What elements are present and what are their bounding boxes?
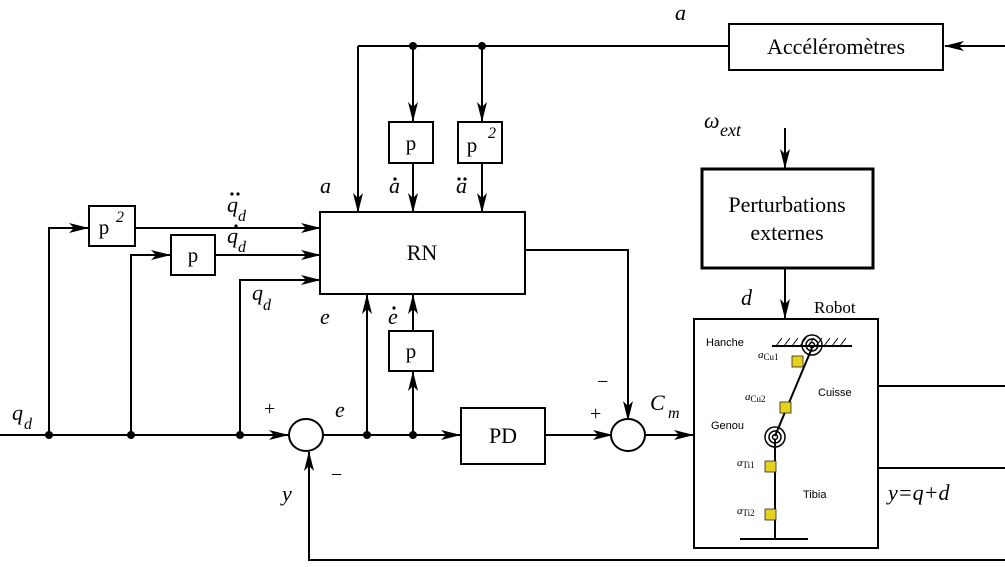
output-label: y=q+d [886, 480, 950, 505]
edot-label: e [388, 304, 398, 329]
p2-block-left [88, 205, 136, 247]
p-block-left-label: p [188, 243, 199, 267]
junction-dot [409, 42, 417, 50]
svg-text:m: m [668, 405, 680, 422]
svg-text:q: q [227, 192, 238, 217]
tibia-label: Tibia [803, 489, 827, 501]
perturbations-block [700, 167, 875, 270]
addot-label: a [456, 173, 467, 198]
pd-block [460, 407, 546, 465]
y-label: y [280, 481, 292, 506]
p-block-top [388, 121, 434, 164]
svg-text:q: q [252, 280, 263, 305]
y-feedback-line [304, 451, 1005, 561]
e-label-rn: e [320, 304, 330, 329]
plus-sign-sum2: + [590, 403, 601, 425]
svg-text:d: d [24, 416, 33, 433]
svg-text:q: q [227, 223, 238, 248]
robot-block [693, 318, 879, 549]
summing-junction-1 [288, 418, 324, 452]
p2-block-top-exp: 2 [488, 125, 496, 142]
e-label: e [335, 397, 345, 422]
omega-ext-label: ω ext [704, 108, 742, 140]
rn-block [319, 211, 526, 295]
svg-text:ω: ω [704, 108, 720, 133]
robot-title: Robot [814, 298, 856, 317]
svg-text:ext: ext [720, 120, 742, 140]
accelerometers-block [728, 23, 944, 71]
minus-sign-sum1: − [331, 464, 342, 486]
branch-to-p2 [48, 223, 89, 435]
svg-text:d: d [238, 208, 247, 225]
p2-block-left-label: p [99, 215, 110, 239]
p2-block-left-exp: 2 [116, 209, 124, 226]
perturbations-line1: Perturbations [728, 192, 845, 217]
svg-text:d: d [238, 239, 247, 256]
a-label-top: a [675, 0, 686, 25]
adot-label: a [389, 173, 400, 198]
sensor-cu1-label: aCu1 [758, 349, 779, 362]
qd-label-input: q d [12, 400, 33, 433]
robot-leg-illustration [740, 334, 852, 540]
qd-ddot-label: q d [227, 192, 247, 225]
junction-dot [127, 431, 135, 439]
svg-text:a: a [456, 173, 467, 198]
svg-text:q: q [12, 400, 23, 425]
branch-to-p [130, 250, 171, 435]
p2-block-top [457, 121, 503, 164]
sensor-cu2-label: aCu2 [745, 391, 766, 404]
plus-sign-sum1: + [264, 398, 275, 420]
sensor-cu2 [779, 401, 792, 414]
junction-dot [45, 431, 53, 439]
genou-label: Genou [711, 420, 744, 432]
summing-junction-2 [610, 418, 646, 452]
p2-block-top-label: p [467, 133, 478, 157]
sensor-ti1 [764, 460, 777, 473]
pd-label: PD [489, 423, 517, 448]
qd-label-rn: q d [252, 280, 272, 314]
accelerometers-label: Accéléromètres [767, 34, 905, 59]
p-block-top-label: p [406, 131, 417, 155]
qd-dot-label: q d [227, 223, 247, 256]
sensor-ti1-label: aTi1 [737, 457, 755, 470]
p-block-edot [388, 330, 434, 372]
junction-dot [236, 431, 244, 439]
sensor-ti2-label: aTi2 [737, 505, 755, 518]
cuisse-label: Cuisse [818, 387, 852, 399]
svg-text:C: C [650, 390, 665, 415]
sensor-cu1 [791, 355, 804, 368]
rn-to-sum2 [525, 249, 633, 421]
p-block-edot-label: p [406, 339, 417, 363]
d-label: d [741, 285, 753, 310]
minus-sign-sum2: − [597, 371, 608, 393]
branch-qd-to-rn [239, 275, 321, 435]
cm-label: C m [650, 390, 680, 422]
junction-dot [409, 431, 417, 439]
perturbations-line2: externes [750, 220, 823, 245]
p-block-left [170, 234, 216, 276]
svg-text:d: d [263, 297, 272, 314]
junction-dot [363, 431, 371, 439]
rn-label: RN [407, 240, 438, 265]
svg-text:e: e [388, 304, 398, 329]
sensor-ti2 [764, 508, 777, 521]
junction-dot [478, 42, 486, 50]
svg-text:a: a [389, 173, 400, 198]
a-label-rn: a [320, 173, 331, 198]
hanche-label: Hanche [706, 337, 744, 349]
